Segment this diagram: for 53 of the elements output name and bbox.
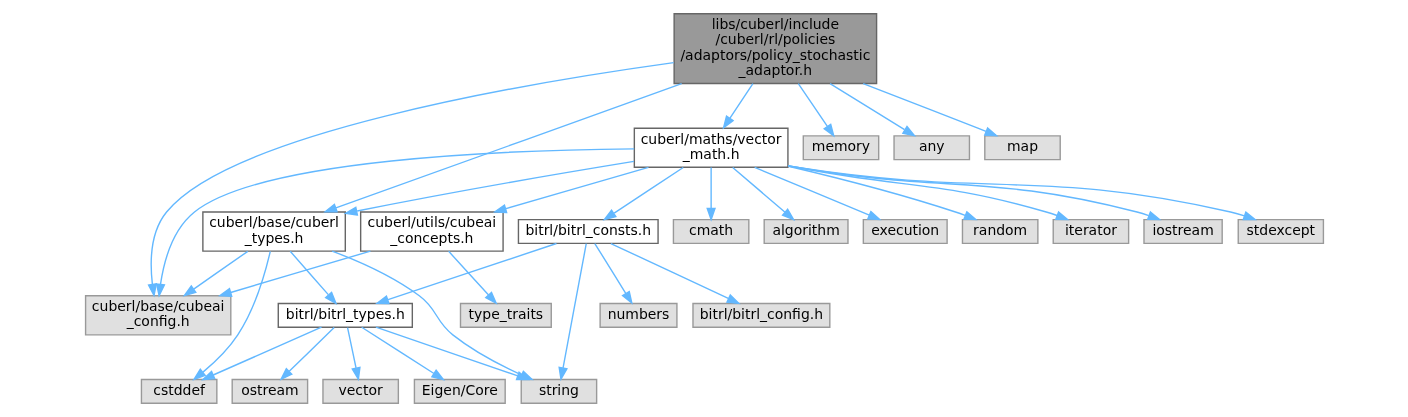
arrow <box>602 166 684 221</box>
arrow <box>360 326 445 381</box>
node-box: bitrl/bitrl_types.h <box>277 302 413 328</box>
node-box: cmath <box>672 218 750 245</box>
node-box: string <box>520 378 597 404</box>
arrow <box>346 326 361 382</box>
node-box: cuberl/base/cuberl _types.h <box>201 211 346 252</box>
arrow <box>374 242 557 305</box>
arrow <box>447 250 498 305</box>
node-box: any <box>892 135 970 161</box>
arrow <box>753 166 882 221</box>
node-box: iterator <box>1052 218 1129 245</box>
node-box: map <box>983 135 1061 161</box>
node-box: stdexcept <box>1237 218 1324 245</box>
node-box: algorithm <box>763 218 849 245</box>
node-box: cstddef <box>140 378 218 404</box>
arrow <box>217 250 371 297</box>
arrow <box>322 83 682 213</box>
arrow <box>731 166 795 221</box>
arrow <box>828 83 916 137</box>
arrow <box>191 250 271 381</box>
arrow <box>374 326 530 381</box>
node-box: cuberl/utils/cubeai _concepts.h <box>359 211 504 252</box>
node-box: cuberl/maths/vector _math.h <box>633 127 789 168</box>
arrow <box>343 160 635 216</box>
node-box: numbers <box>598 302 678 328</box>
node-box: random <box>961 218 1039 245</box>
arrow <box>862 82 998 137</box>
arrow <box>609 242 741 305</box>
arrow <box>786 165 1257 221</box>
node-box: type_traits <box>459 302 552 328</box>
node-box: vector <box>321 378 399 404</box>
node-box: bitrl/bitrl_consts.h <box>517 218 659 245</box>
node-box: libs/cuberl/include /cuberl/rl/policies /adaptors/policy_stochastic _adaptor.h <box>672 13 877 85</box>
arrow <box>593 242 633 305</box>
arrow <box>200 326 322 381</box>
arrow <box>492 166 649 214</box>
arrow <box>705 166 716 222</box>
arrow <box>289 250 337 305</box>
node-box: memory <box>802 135 879 161</box>
node-box: execution <box>862 218 948 245</box>
arrow <box>155 148 635 298</box>
arrow <box>182 250 248 297</box>
arrow <box>147 61 674 298</box>
arrow <box>557 243 587 382</box>
node-box: iostream <box>1142 218 1223 245</box>
arrow <box>721 83 754 130</box>
node-box: cuberl/base/cubeai _config.h <box>84 295 231 336</box>
node-box: Eigen/Core <box>413 378 506 404</box>
node-box: ostream <box>231 378 308 404</box>
node-box: bitrl/bitrl_config.h <box>691 302 831 328</box>
arrow <box>279 326 335 381</box>
arrow <box>797 83 835 138</box>
